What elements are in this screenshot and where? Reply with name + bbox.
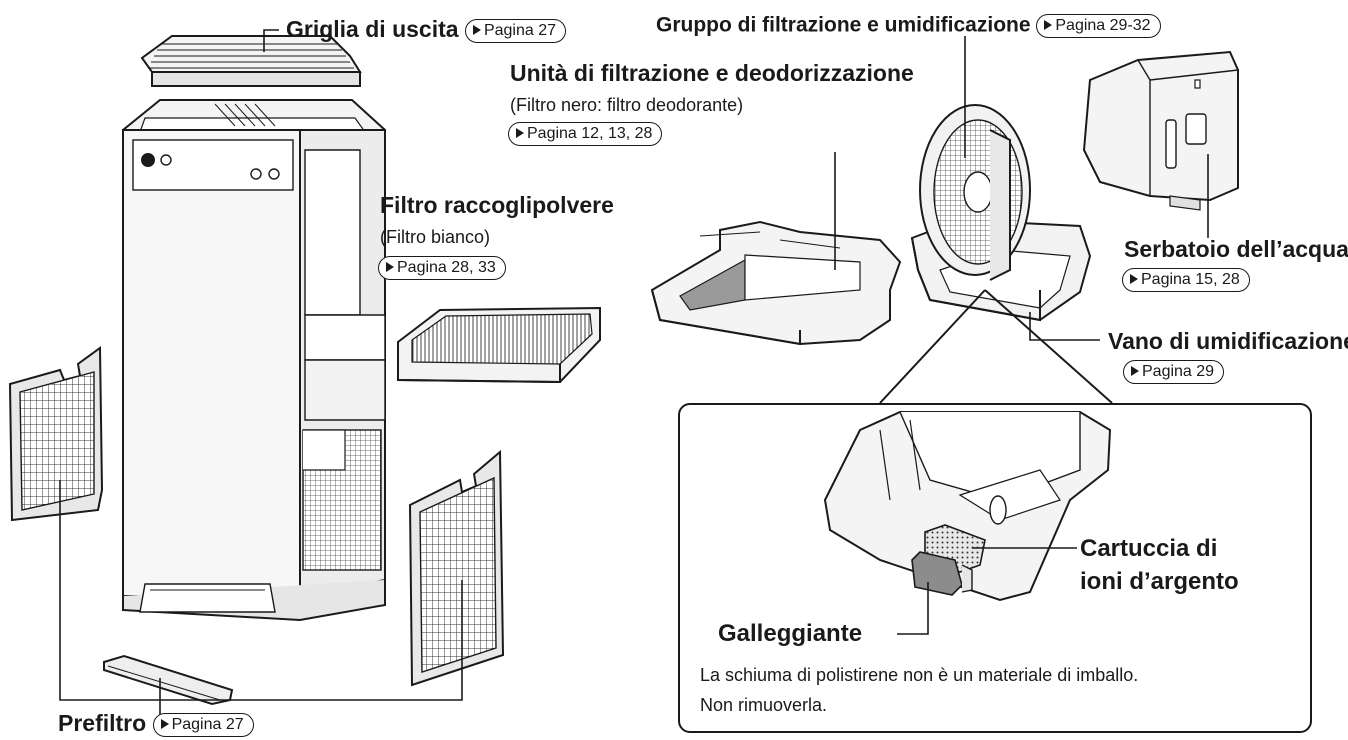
play-icon (1044, 20, 1053, 30)
label-prefiltro: Prefiltro Pagina 27 (58, 712, 254, 737)
outlet-grille (140, 35, 362, 87)
dust-filter (397, 306, 601, 384)
label-cartuccia-1: Cartuccia di (1080, 535, 1218, 562)
label-gruppo: Gruppo di filtrazione e umidificazione P… (656, 14, 1161, 38)
zoom-pointer (879, 289, 1113, 404)
play-icon (386, 262, 394, 272)
humidifying-wheel (919, 104, 1031, 281)
label-vano: Vano di umidificazione (1108, 328, 1348, 354)
label-serbatoio: Serbatoio dell’acqua (1124, 236, 1348, 262)
filtro-page-wrap: Pagina 28, 33 (378, 256, 506, 280)
left-prefilter (8, 346, 104, 522)
play-icon (1131, 366, 1139, 376)
water-tank (1082, 50, 1239, 211)
play-icon (1130, 274, 1138, 284)
play-icon (516, 128, 524, 138)
label-unita: Unità di filtrazione e deodorizzazione (510, 60, 914, 86)
serbatoio-page-ref[interactable]: Pagina 15, 28 (1122, 268, 1250, 292)
bottom-bar (103, 654, 234, 706)
main-unit (122, 99, 387, 622)
label-griglia: Griglia di uscita Pagina 27 (286, 18, 566, 43)
play-icon (472, 24, 481, 35)
gruppo-name: Gruppo di filtrazione e umidificazione (656, 13, 1031, 37)
zoom-callout-frame (678, 403, 1312, 733)
leader-lines (59, 29, 1209, 718)
unita-note: (Filtro nero: filtro deodorante) (510, 95, 744, 115)
label-filtro: Filtro raccoglipolvere (380, 192, 614, 218)
label-cartuccia-2: ioni d’argento (1080, 568, 1239, 595)
griglia-name: Griglia di uscita (286, 16, 459, 42)
prefiltro-name: Prefiltro (58, 710, 147, 736)
note-line-2: Non rimuoverla. (700, 695, 828, 715)
unita-page-wrap: Pagina 12, 13, 28 (508, 122, 663, 146)
play-icon (160, 718, 169, 729)
serbatoio-page-wrap: Pagina 15, 28 (1122, 268, 1250, 292)
vano-page-wrap: Pagina 29 (1123, 360, 1225, 384)
unita-page-ref[interactable]: Pagina 12, 13, 28 (508, 122, 663, 146)
label-galleggiante: Galleggiante (718, 620, 863, 647)
vano-page-ref[interactable]: Pagina 29 (1123, 360, 1225, 384)
zoom-detail (823, 411, 1112, 602)
prefiltro-page-ref[interactable]: Pagina 27 (152, 712, 254, 737)
filtro-note: (Filtro bianco) (380, 227, 491, 247)
filtro-page-ref[interactable]: Pagina 28, 33 (378, 256, 506, 280)
gruppo-page-ref[interactable]: Pagina 29-32 (1036, 14, 1161, 38)
deodorizing-unit (650, 220, 902, 346)
right-prefilter (408, 449, 505, 687)
note-line-1: La schiuma di polistirene non è un mater… (700, 665, 1139, 685)
griglia-page-ref[interactable]: Pagina 27 (464, 18, 566, 43)
